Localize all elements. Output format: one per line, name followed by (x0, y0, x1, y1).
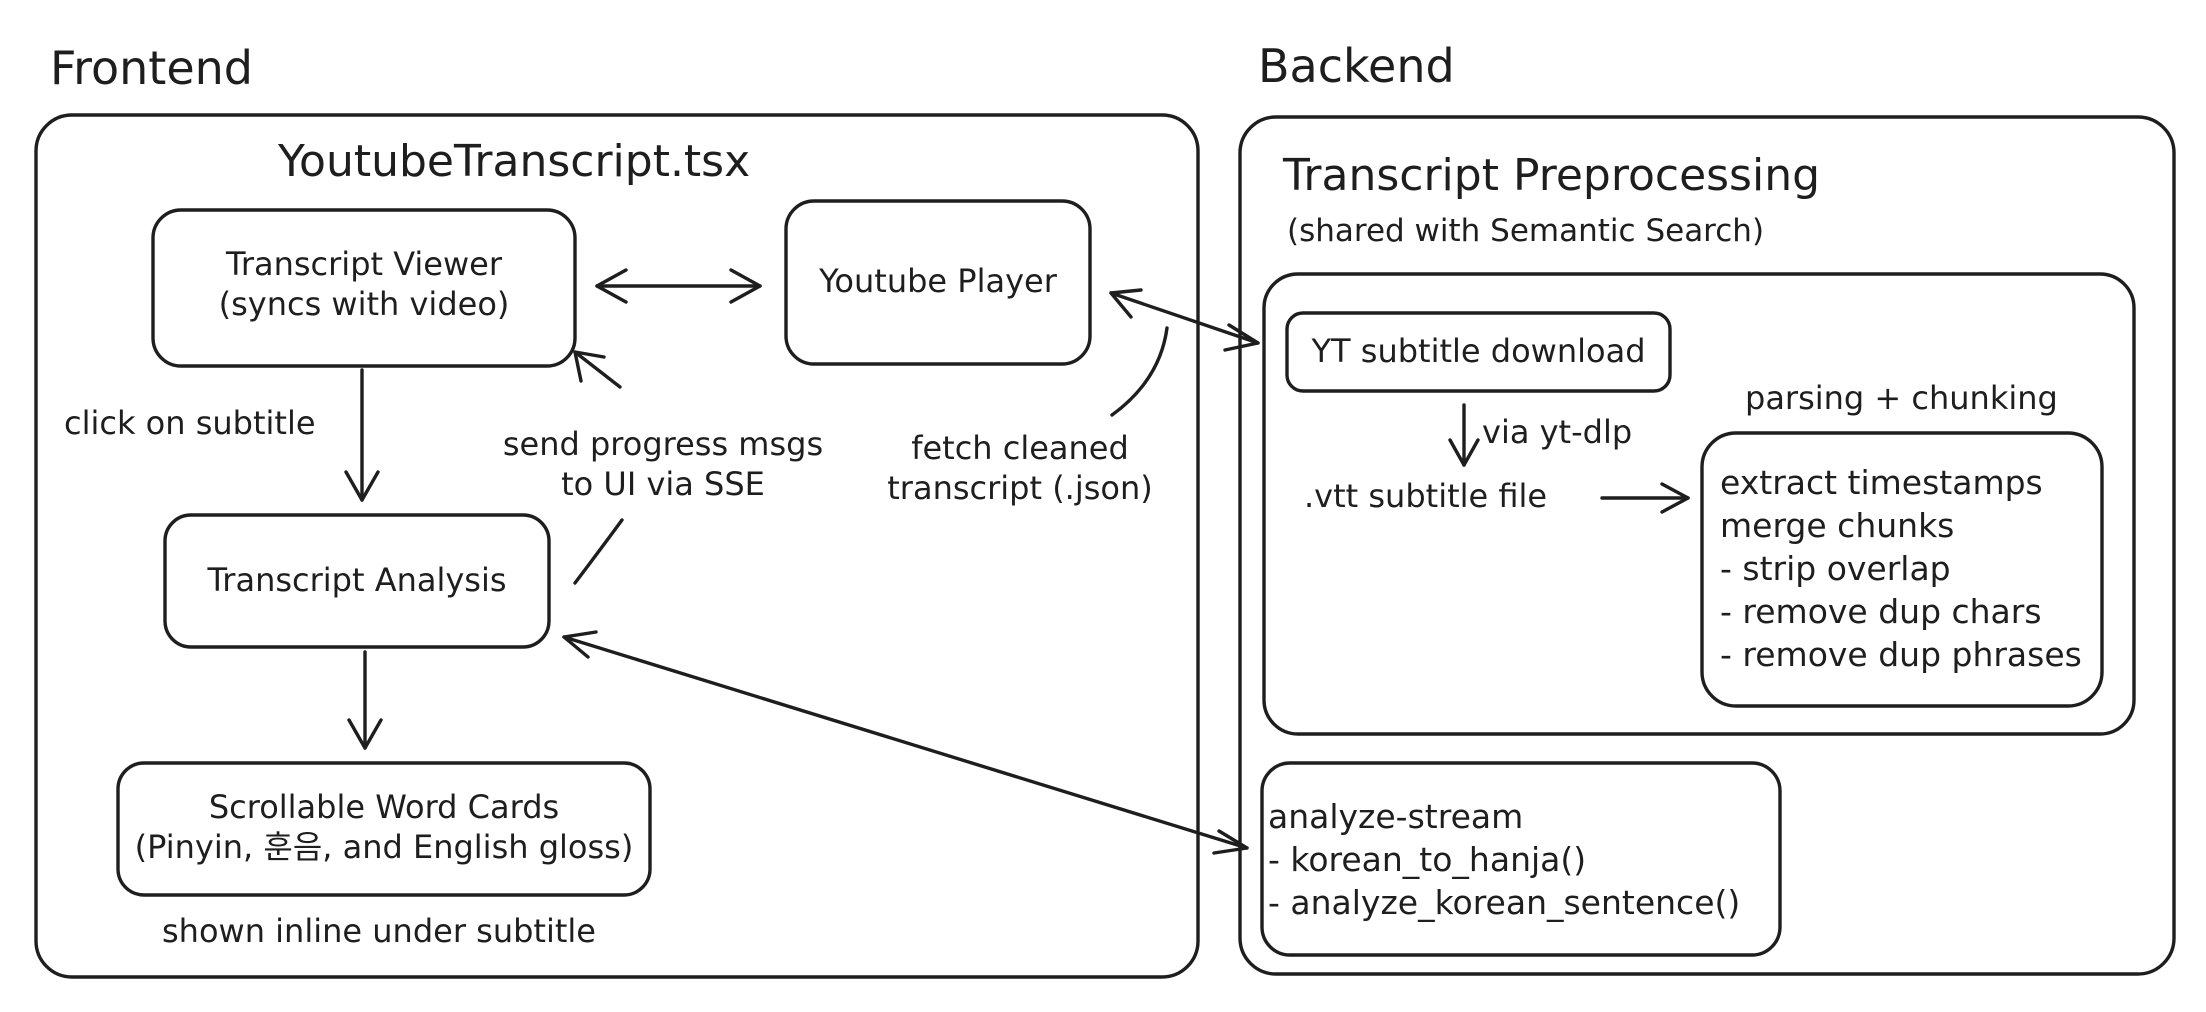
yt-download-box (1285, 311, 1672, 393)
shown-inline-label: shown inline under subtitle (162, 912, 596, 950)
transcript-viewer-box (151, 208, 577, 368)
ytdlp-arrow (1448, 403, 1480, 467)
transcript-analysis-box (163, 513, 551, 649)
word-cards-line-1: Scrollable Word Cards (208, 788, 560, 826)
transcript-viewer-line-2: (syncs with video) (218, 285, 510, 323)
fetch-cleaned-line-2: transcript (.json) (887, 469, 1153, 507)
word-cards-line-2: (Pinyin, 훈음, and English gloss) (134, 828, 634, 866)
vtt-file-label: .vtt subtitle file (1304, 477, 1548, 515)
fetch-cleaned-label: fetch cleaned transcript (.json) (870, 428, 1170, 508)
click-subtitle-arrow (344, 368, 380, 502)
vtt-to-parsing-arrow (1600, 482, 1690, 514)
youtube-player-label: Youtube Player (819, 262, 1057, 300)
frontend-title: YoutubeTranscript.tsx (278, 136, 751, 187)
analyze-stream-line: analyze-stream (1268, 797, 1524, 836)
parsing-step: extract timestamps (1720, 463, 2043, 502)
fetch-transcript-arrow (1109, 288, 1260, 417)
analyze-stream-list: analyze-stream - korean_to_hanja() - ana… (1268, 796, 1740, 925)
analyze-stream-box (1260, 761, 1782, 957)
preprocessing-box (1262, 272, 2136, 736)
send-progress-line-2: to UI via SSE (561, 465, 765, 503)
parsing-steps-list: extract timestamps merge chunks - strip … (1720, 462, 2082, 676)
transcript-viewer-line-1: Transcript Viewer (225, 245, 502, 283)
backend-subtitle: (shared with Semantic Search) (1287, 213, 1765, 249)
viewer-player-arrow (595, 268, 762, 304)
analysis-stream-arrow (562, 630, 1249, 855)
transcript-analysis-label: Transcript Analysis (207, 561, 507, 599)
word-cards-box (116, 761, 652, 897)
parsing-steps-box (1700, 431, 2104, 708)
frontend-heading: Frontend (50, 41, 254, 95)
transcript-viewer-label: Transcript Viewer (syncs with video) (153, 244, 575, 324)
backend-container (1238, 115, 2176, 976)
parsing-step: - strip overlap (1720, 548, 1951, 588)
backend-title: Transcript Preprocessing (1283, 150, 1821, 201)
yt-download-label: YT subtitle download (1311, 332, 1646, 370)
frontend-container (34, 113, 1200, 979)
click-subtitle-label: click on subtitle (64, 404, 316, 442)
youtube-player-box (784, 199, 1092, 366)
fetch-cleaned-line-1: fetch cleaned (911, 429, 1129, 467)
backend-heading: Backend (1258, 39, 1455, 93)
parsing-step: merge chunks (1720, 505, 1955, 545)
via-ytdlp-label: via yt-dlp (1482, 413, 1633, 451)
analyze-stream-line: - analyze_korean_sentence() (1268, 882, 1741, 922)
parsing-label: parsing + chunking (1745, 379, 2058, 417)
parsing-step: - remove dup chars (1720, 591, 2042, 631)
analysis-to-cards-arrow (347, 650, 383, 750)
send-progress-line-1: send progress msgs (502, 425, 824, 463)
send-progress-label: send progress msgs to UI via SSE (478, 424, 848, 504)
progress-arrow (573, 350, 624, 585)
parsing-step: - remove dup phrases (1720, 634, 2082, 674)
analyze-stream-line: - korean_to_hanja() (1268, 839, 1587, 879)
word-cards-label: Scrollable Word Cards (Pinyin, 훈음, and E… (118, 787, 650, 867)
